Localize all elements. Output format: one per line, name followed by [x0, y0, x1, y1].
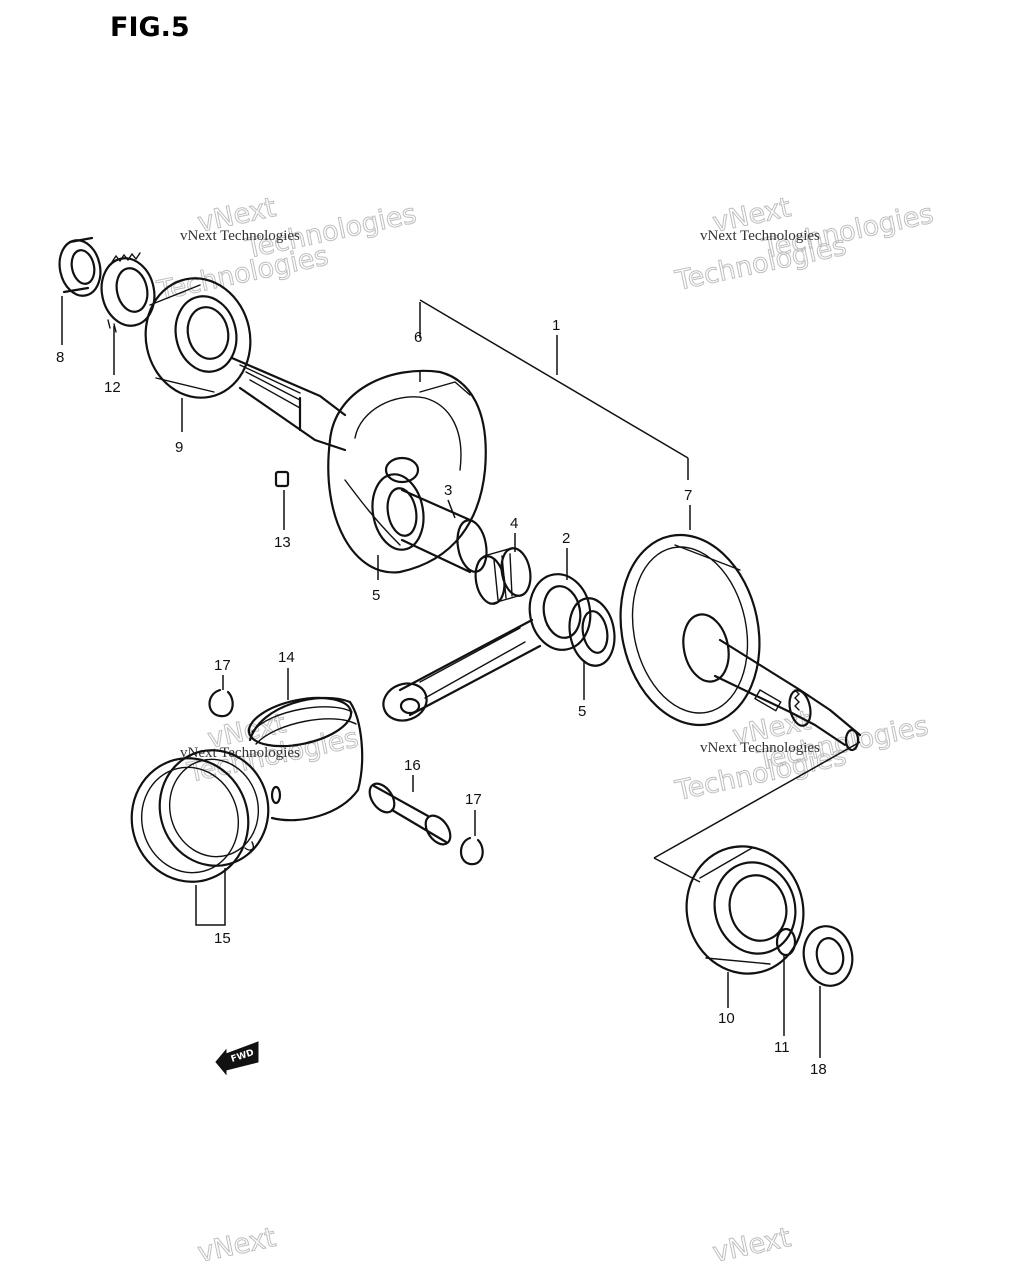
part-15-piston-rings — [130, 749, 270, 883]
part-13-key — [274, 470, 290, 488]
callout-5-left: 5 — [372, 587, 380, 604]
svg-text:vNext Technologies: vNext Technologies — [180, 745, 300, 761]
watermark-top-left: vNext Technologies Technologies vNext Te… — [154, 192, 420, 308]
callout-16: 16 — [404, 757, 421, 774]
callout-7: 7 — [684, 487, 692, 504]
part-2-connecting-rod — [382, 573, 592, 722]
callout-1: 1 — [552, 317, 560, 334]
watermark-bottom-left: vNext — [195, 1222, 280, 1270]
watermark-middle-right: vNext Technologies Technologies vNext Te… — [672, 705, 932, 808]
part-4-needle-bearing — [474, 547, 532, 605]
callout-18: 18 — [810, 1061, 827, 1078]
callout-12: 12 — [104, 379, 121, 396]
callout-3: 3 — [444, 482, 452, 499]
part-17-circlip-left — [208, 688, 234, 718]
part-14-piston — [247, 696, 364, 822]
part-5-left-washer — [371, 473, 425, 551]
watermark-bottom-right: vNext — [710, 1222, 795, 1270]
part-6-left-crank-web — [327, 369, 487, 574]
svg-text:vNext Technologies: vNext Technologies — [700, 740, 820, 756]
part-17-circlip-right — [459, 836, 484, 866]
watermark-middle-left: vNext Technologies vNext Technologies — [180, 708, 362, 790]
svg-text:vNext: vNext — [710, 1222, 794, 1269]
callout-17-left: 17 — [214, 657, 231, 674]
svg-text:vNext: vNext — [195, 1222, 279, 1269]
callout-6: 6 — [414, 329, 422, 346]
callout-8: 8 — [56, 349, 64, 366]
callout-10: 10 — [718, 1010, 735, 1027]
leader-lines — [61, 296, 861, 1058]
callout-2: 2 — [562, 530, 570, 547]
forward-arrow-icon — [215, 1041, 259, 1076]
part-12-gear — [100, 252, 156, 333]
part-3-crank-pin — [400, 488, 488, 574]
callout-14: 14 — [278, 649, 295, 666]
callout-4: 4 — [510, 515, 518, 532]
part-11-o-ring — [775, 927, 797, 957]
crankshaft-right-shaft — [713, 638, 862, 752]
part-7-right-crank-web — [619, 533, 761, 727]
callout-11: 11 — [774, 1039, 790, 1056]
forward-direction-marker: FWD — [215, 1041, 259, 1076]
figure-title: FIG.5 — [110, 12, 190, 43]
crankshaft-left-shaft — [230, 356, 347, 452]
callout-17-right: 17 — [465, 791, 482, 808]
watermark-top-right: vNext Technologies Technologies vNext Te… — [672, 192, 937, 298]
part-8-oil-seal — [58, 236, 102, 297]
part-16-piston-pin — [368, 782, 452, 846]
callout-15: 15 — [214, 930, 231, 947]
callout-9: 9 — [175, 439, 183, 456]
part-9-bearing — [144, 277, 252, 399]
svg-text:vNext Technologies: vNext Technologies — [700, 228, 820, 244]
part-10-bearing — [685, 845, 805, 975]
part-18-oil-seal — [802, 925, 854, 987]
callout-5-right: 5 — [578, 703, 586, 720]
part-5-right-washer — [568, 597, 616, 667]
svg-text:vNext Technologies: vNext Technologies — [180, 228, 300, 244]
callout-13: 13 — [274, 534, 291, 551]
